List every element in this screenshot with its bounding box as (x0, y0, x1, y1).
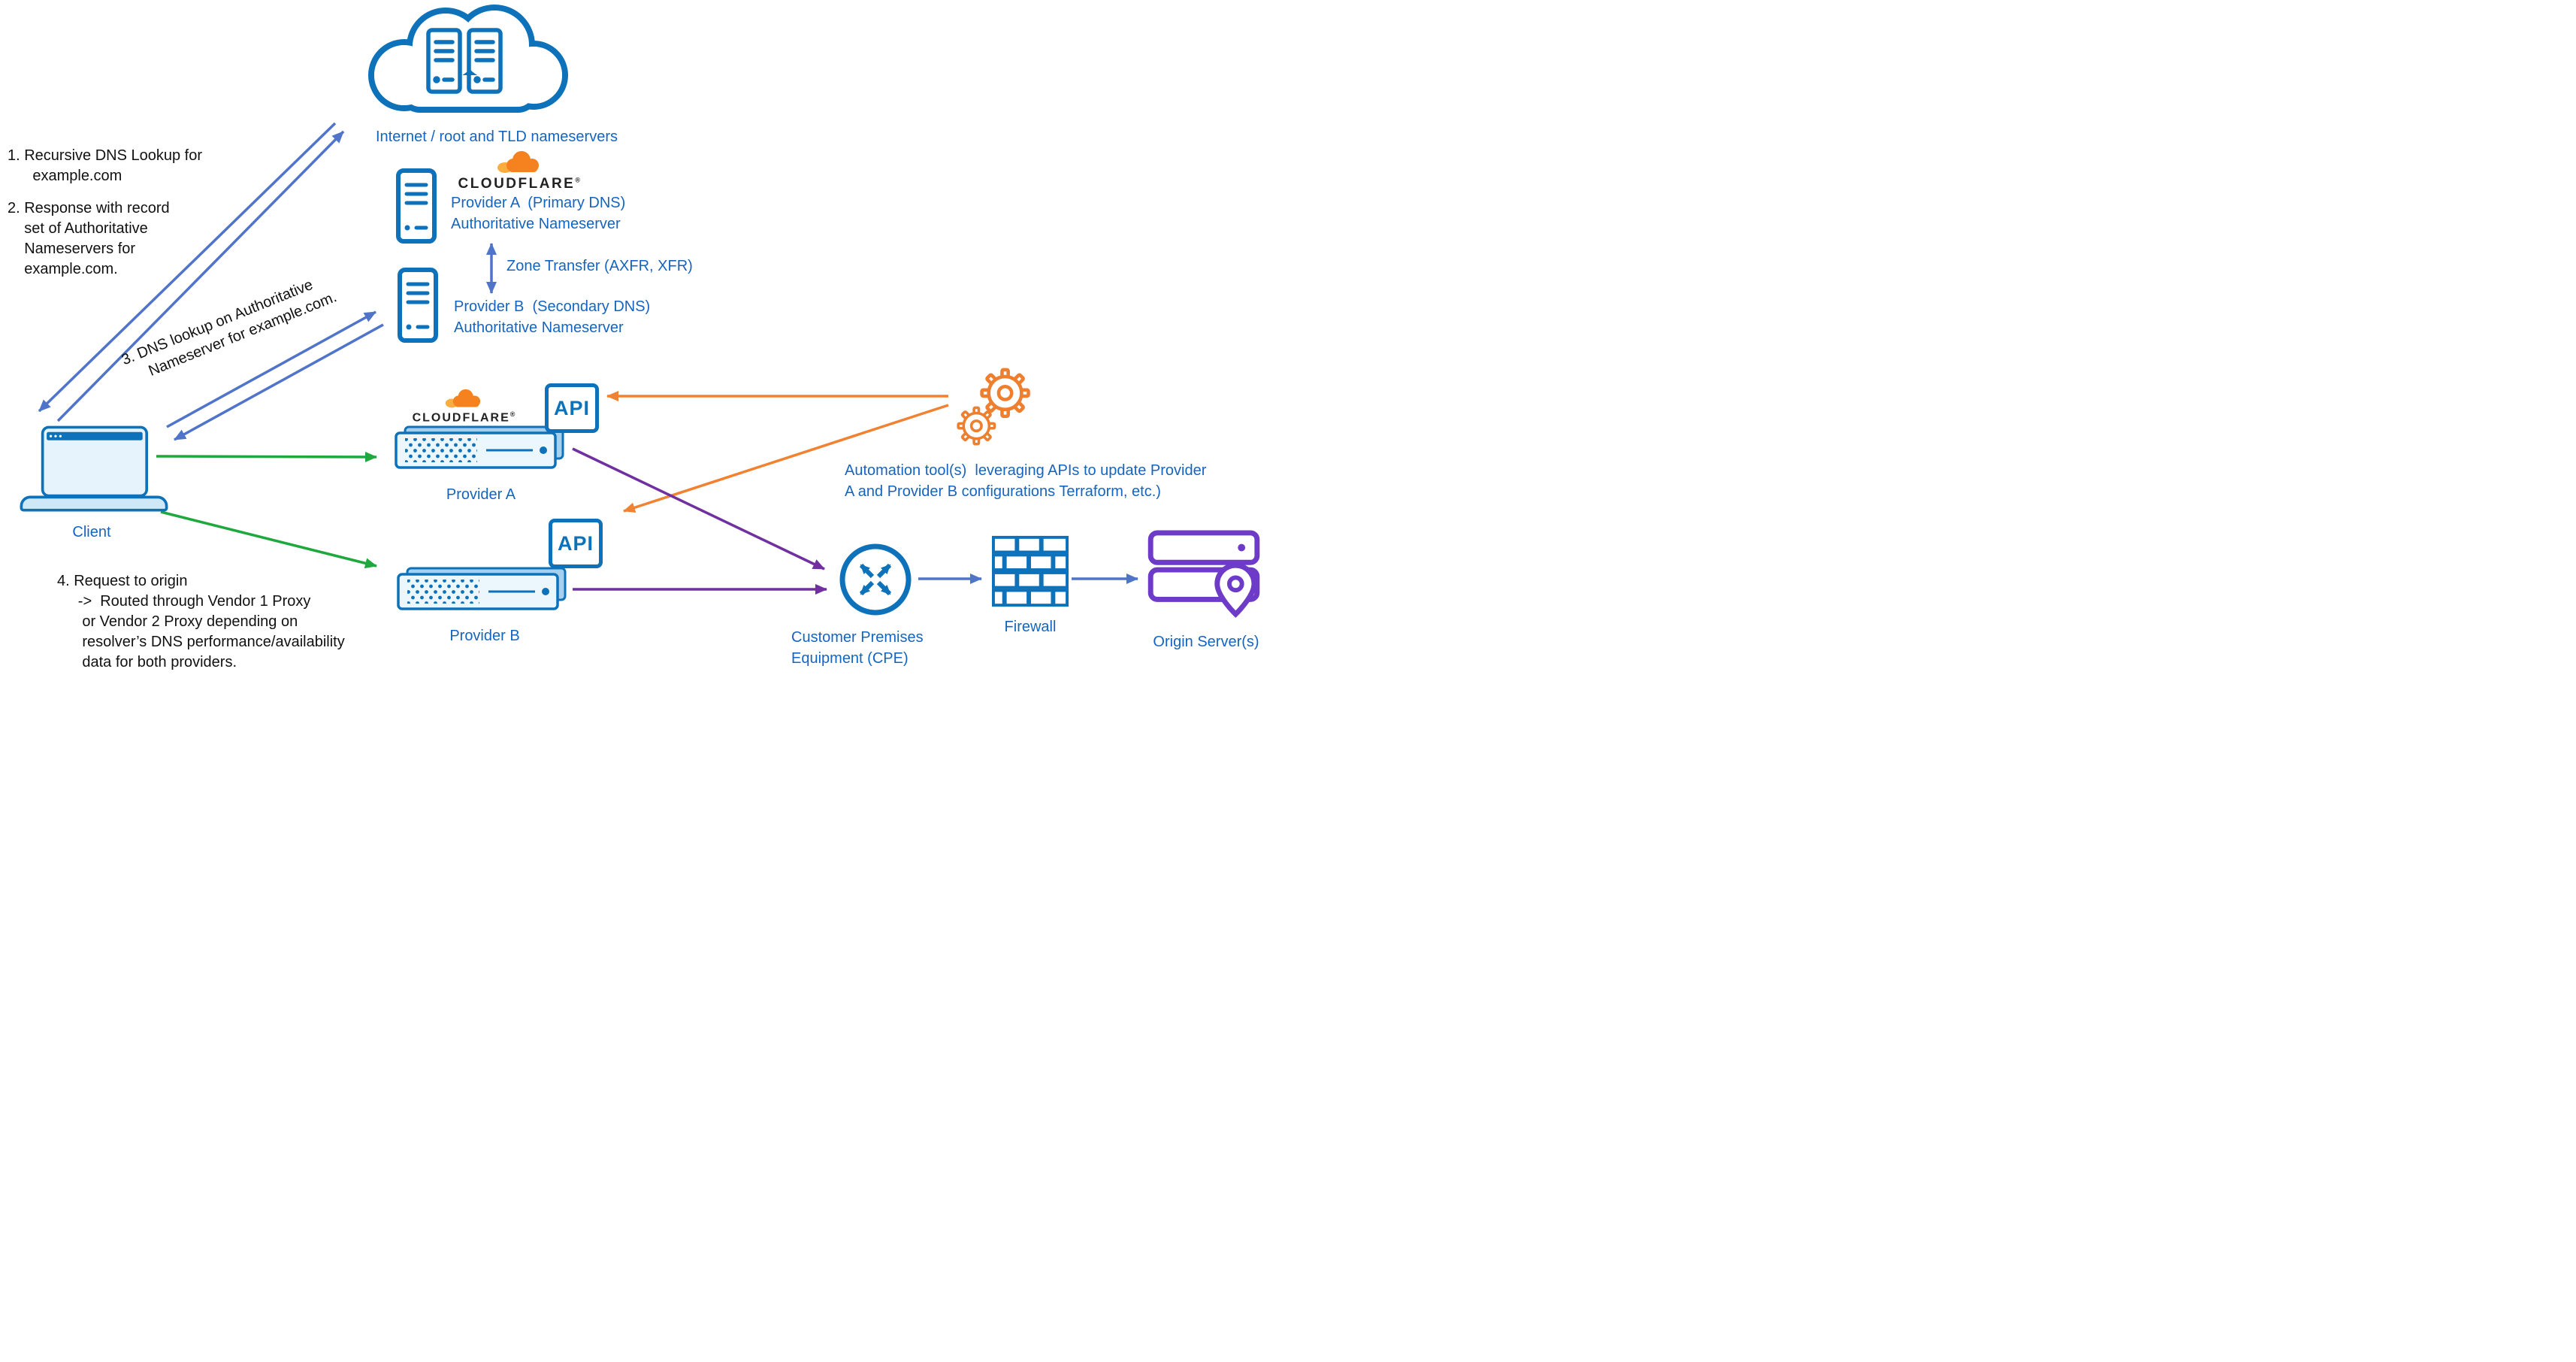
client-label: Client (72, 524, 111, 540)
gear-large (982, 370, 1029, 416)
annotation-step3: 3. DNS lookup on Authoritative Nameserve… (119, 276, 340, 388)
firewall-icon (992, 535, 1069, 607)
cloudflare-cloud-icon (445, 389, 481, 408)
cloudflare-wordmark: CLOUDFLARE® (412, 410, 517, 425)
cloudflare-logo: CLOUDFLARE® (445, 146, 595, 192)
cloudflare-wordmark: CLOUDFLARE® (458, 176, 582, 192)
provider-b-proxy-appliance-icon (397, 567, 567, 610)
cloudflare-logo-proxy-a: CLOUDFLARE® (404, 385, 525, 425)
root-nameserver-icons (426, 28, 503, 94)
automation-label: Automation tool(s) leveraging APIs to up… (845, 462, 1207, 500)
cpe-label: Customer Premises Equipment (CPE) (791, 629, 924, 667)
provider-b-api-badge: API (549, 519, 603, 568)
gears-icon (957, 365, 1033, 446)
origin-servers-icon (1147, 530, 1260, 618)
client-laptop-icon (20, 425, 168, 512)
arrow-request-provider-b (160, 510, 377, 569)
annotation-step1: 1. Recursive DNS Lookup for example.com (8, 147, 203, 184)
arrow-request-provider-a (156, 451, 377, 462)
internet-label: Internet / root and TLD nameservers (375, 129, 618, 145)
gear-small (957, 406, 996, 446)
zone-transfer-label: Zone Transfer (AXFR, XFR) (506, 258, 693, 274)
cloudflare-cloud-icon (497, 151, 539, 173)
internet-cloud-icon (368, 5, 568, 113)
provider-b-nameserver-label: Provider B (Secondary DNS) Authoritative… (454, 298, 651, 336)
origin-label: Origin Server(s) (1153, 634, 1259, 650)
dns-architecture-diagram: Internet / root and TLD nameservers 1. R… (0, 0, 1288, 681)
cpe-router-icon (839, 543, 912, 616)
annotation-step4: 4. Request to origin -> Routed through V… (57, 573, 345, 670)
arrow-proxy-a-to-cpe (572, 447, 825, 571)
provider-a-api-badge: API (545, 383, 599, 433)
provider-a-proxy-appliance-icon (395, 425, 564, 469)
provider-a-nameserver-label: Provider A (Primary DNS) Authoritative N… (451, 195, 626, 232)
firewall-label: Firewall (1004, 619, 1057, 635)
provider-a-proxy-label: Provider A (446, 486, 516, 503)
provider-a-nameserver-icon (396, 168, 437, 244)
annotation-step2: 2. Response with record set of Authorita… (8, 200, 170, 277)
provider-b-proxy-label: Provider B (449, 628, 520, 644)
provider-b-nameserver-icon (398, 268, 438, 343)
